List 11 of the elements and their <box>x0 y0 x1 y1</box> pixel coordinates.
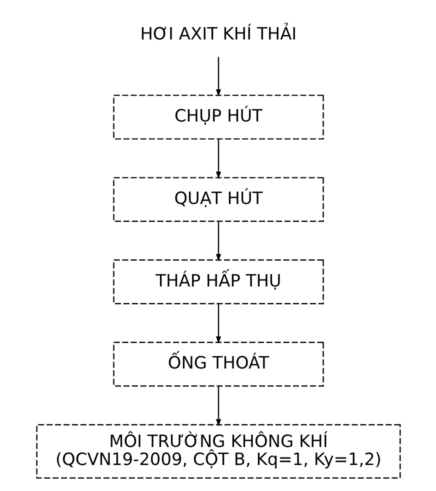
node-box: QUẠT HÚT <box>112 177 324 222</box>
node-text: HƠI AXIT KHÍ THẢI <box>140 23 296 44</box>
arrow <box>215 139 221 179</box>
arrow <box>215 386 221 426</box>
node-box: MÔI TRƯỜNG KHÔNG KHÍ (QCVN19-2009, CỘT B, Kq=1, Ky=1,2) <box>36 424 400 479</box>
arrow <box>215 304 221 344</box>
node-box: THÁP HẤP THỤ <box>112 259 324 304</box>
arrow <box>215 57 221 97</box>
node-box: CHỤP HÚT <box>112 94 324 140</box>
node-box: ỐNG THOÁT <box>112 342 324 387</box>
arrow <box>215 222 221 262</box>
